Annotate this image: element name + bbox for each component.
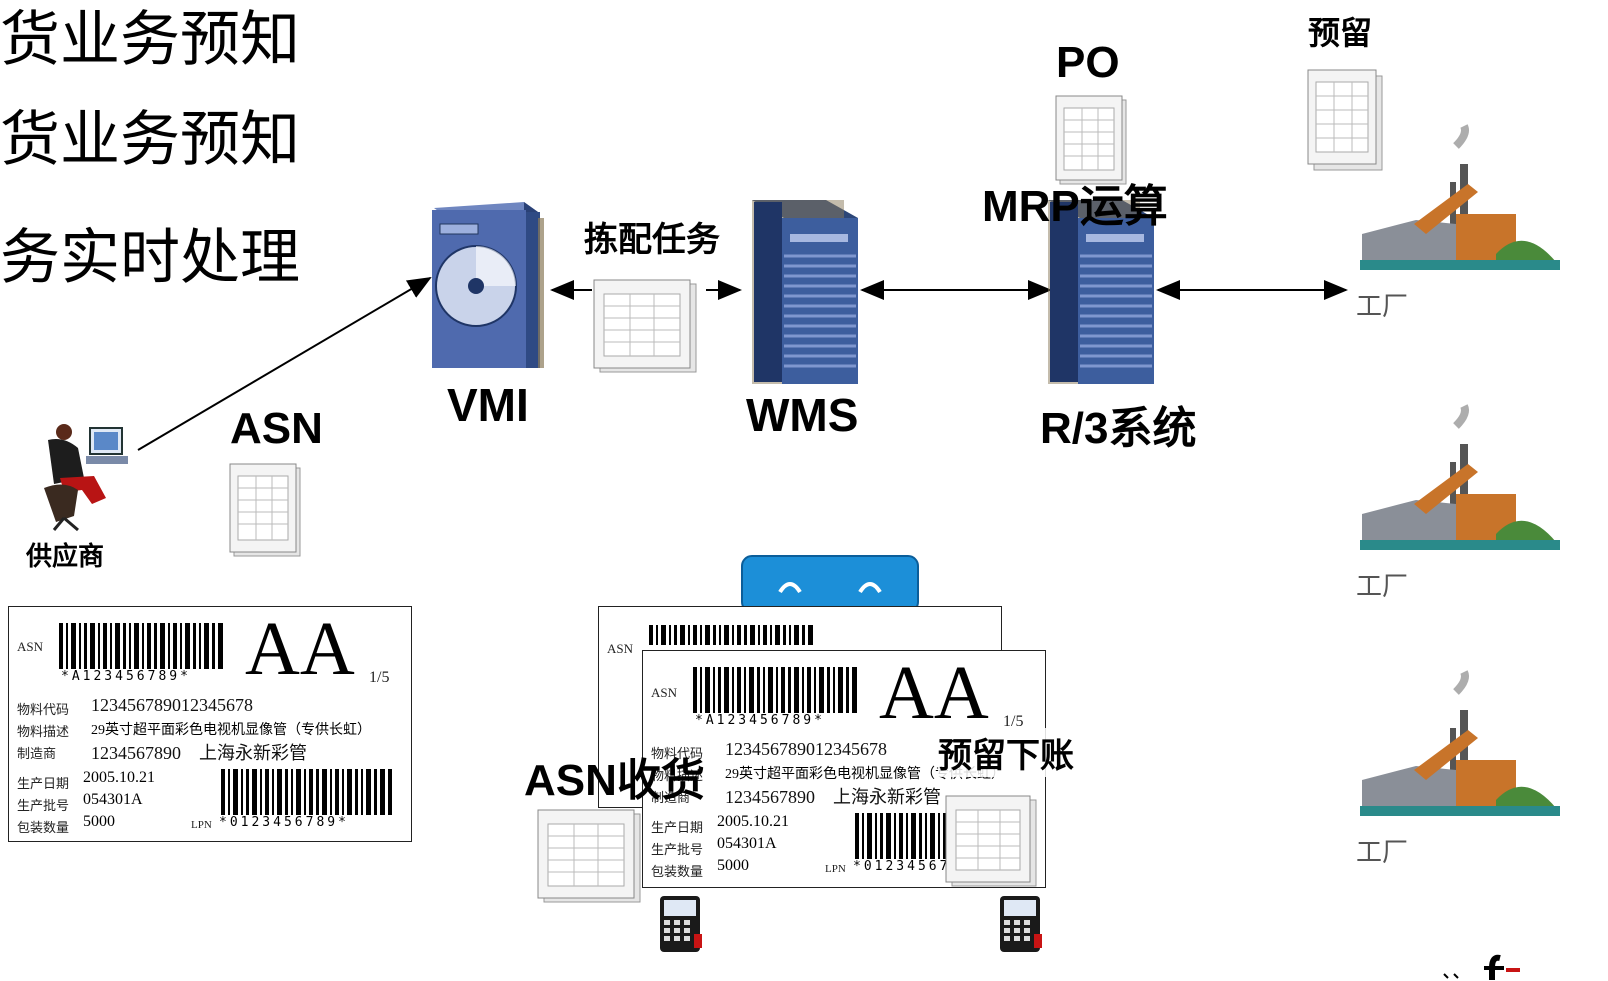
lpn-text: *0123456789* [219,815,349,830]
barcode-icon [59,623,223,669]
barcode-text: *A123456789* [61,669,191,684]
factory-icon-1 [1360,124,1560,270]
field-value: 29英寸超平面彩色电视机显像管（专供长虹） [91,723,371,738]
po-document-icon [1055,95,1127,185]
factory-label-3: 工厂 [1356,838,1409,868]
mrp-label: MRP运算 [982,182,1168,231]
po-label: PO [1056,38,1120,87]
field-key: 物料描述 [17,724,70,739]
asn-tag: ASN [17,639,44,654]
factory-icon-3 [1360,670,1560,816]
vmi-label: VMI [447,379,529,431]
field-key: 制造商 [17,746,57,761]
barcode-icon [693,667,857,713]
pick-task-label: 拣配任务 [584,220,720,260]
field-key: 生产批号 [17,798,70,813]
field-key: 物料代码 [17,702,70,717]
barcode-text: *A123456789* [695,713,825,728]
grade-text: AA [879,651,989,735]
field-key: 生产日期 [17,776,70,791]
corner-logo-icon [1443,954,1520,980]
bullet-1: 收货业务预知 [0,5,300,75]
field-value: 1234567890 上海永新彩管 [725,787,941,807]
asn-tag: ASN [651,685,678,700]
field-key: 包装数量 [651,864,704,879]
lpn-prefix: LPN [191,819,212,831]
handheld-scanner-icon [660,896,702,952]
factory-label-2: 工厂 [1356,572,1409,602]
page-count: 1/5 [369,669,390,686]
supplier-person-icon [44,424,128,532]
field-key: 生产批号 [651,842,704,857]
supplier-label: 供应商 [26,542,105,572]
reserve-label: 预留 [1308,14,1373,52]
arrow-supplier-vmi [137,276,432,451]
bullet-3: 账务实时处理 [0,223,300,293]
field-value: 054301A [83,791,143,808]
lpn-prefix: LPN [825,863,846,875]
field-key: 物料描述 [651,768,704,783]
barcode-icon [649,625,813,645]
wms-label: WMS [746,389,859,441]
reserve-post-label: 预留下账 [938,728,1074,777]
page-count: 1/5 [1003,713,1024,730]
field-value: 123456789012345678 [725,739,887,759]
field-value: 1234567890 上海永新彩管 [91,743,307,763]
field-value: 5000 [83,813,115,830]
field-key: 包装数量 [17,820,70,835]
factory-icon-2 [1360,404,1560,550]
field-value: 2005.10.21 [83,769,155,786]
field-key: 制造商 [651,790,691,805]
grade-text: AA [245,607,355,691]
lpn-barcode-icon [221,769,392,815]
field-key: 物料代码 [651,746,704,761]
reserve-post-document-icon [945,795,1037,887]
field-value: 123456789012345678 [91,695,253,715]
wireless-device-icon [741,555,919,613]
pick-task-document-icon [593,279,697,373]
vmi-server-icon [432,202,544,368]
r3-label: R/3系统 [1040,404,1197,453]
factory-label-1: 工厂 [1356,292,1409,322]
r3-server-icon [1048,200,1154,384]
reserve-document-icon [1307,69,1383,171]
asn-receive-document-icon [537,809,641,903]
field-key: 生产日期 [651,820,704,835]
wms-server-icon [752,200,858,384]
asn-document-icon [229,463,301,557]
asn-tag: ASN [607,641,634,656]
field-value: 2005.10.21 [717,813,789,830]
handheld-scanner-icon [1000,896,1042,952]
asn-receive-label: ASN收货 [524,756,705,805]
asn-label: ASN [230,404,323,453]
field-value: 054301A [717,835,777,852]
field-value: 5000 [717,857,749,874]
field-value: 29英寸超平面彩色电视机显像管（专供长虹） [725,767,1005,782]
bullet-2: 发货业务预知 [0,105,300,175]
asn-label-card-left: ASN *A123456789* AA 1/5 物料代码 12345678901… [8,606,412,842]
